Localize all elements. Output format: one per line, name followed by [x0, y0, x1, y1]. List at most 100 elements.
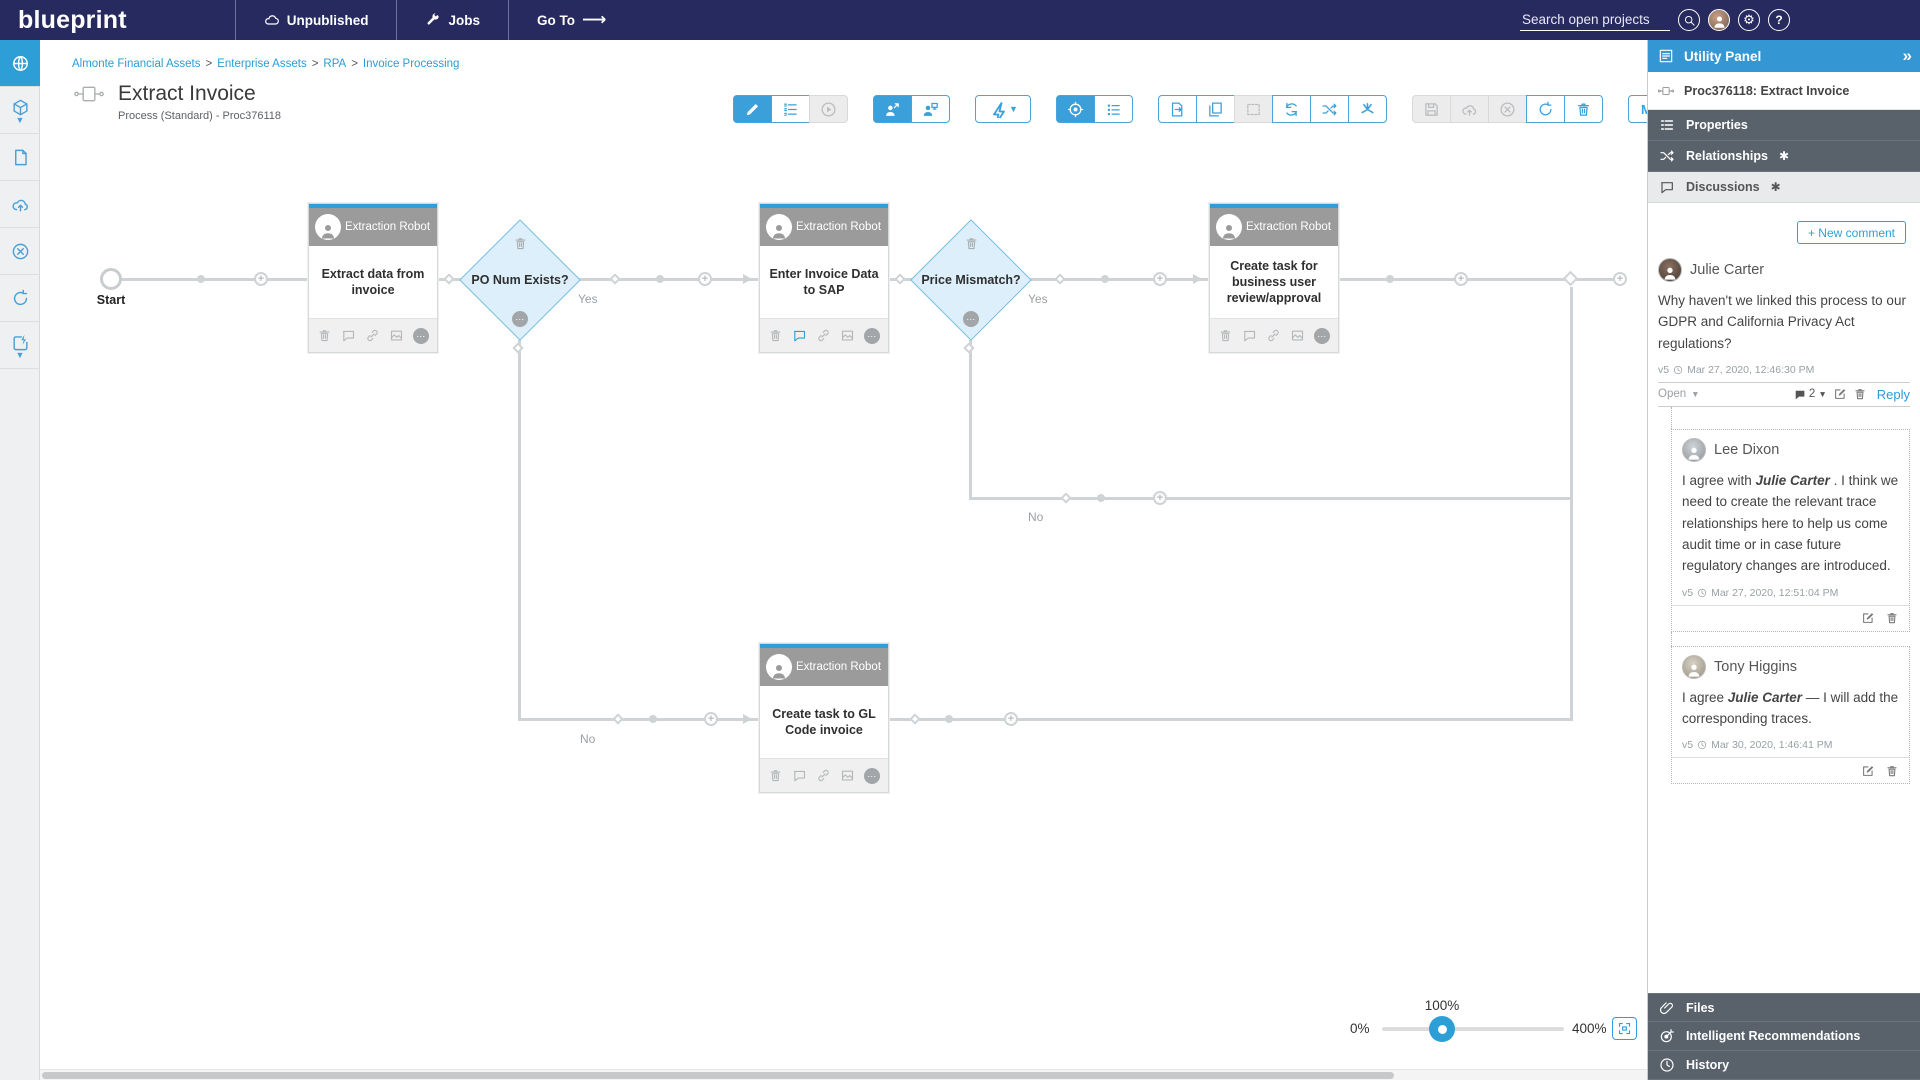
zoom-slider-handle[interactable]	[1429, 1016, 1455, 1042]
decision-node-price-mismatch[interactable]: Price Mismatch? ...	[910, 219, 1032, 341]
sidebar-item-refresh[interactable]	[0, 275, 40, 322]
tab-relationships[interactable]: Relationships ✱	[1648, 141, 1920, 172]
add-shape-button[interactable]: +	[1153, 491, 1167, 505]
add-shape-button[interactable]: +	[1613, 272, 1627, 286]
delete-icon[interactable]	[513, 236, 528, 251]
focus-button[interactable]	[1056, 95, 1095, 123]
sidebar-item-quick-edit[interactable]: ▼	[0, 322, 40, 369]
horizontal-scrollbar-thumb[interactable]	[42, 1072, 1394, 1079]
more-icon[interactable]: ...	[1314, 327, 1330, 344]
link-icon[interactable]	[1266, 328, 1281, 343]
reply-button[interactable]: Reply	[1876, 386, 1910, 402]
edit-comment-icon[interactable]	[1861, 611, 1875, 625]
delete-icon[interactable]	[768, 328, 783, 343]
sidebar-item-discard[interactable]	[0, 228, 40, 275]
image-icon[interactable]	[840, 328, 855, 343]
tab-history[interactable]: History	[1648, 1051, 1920, 1080]
settings-button[interactable]: ⚙	[1738, 9, 1760, 31]
replies-toggle[interactable]: 2 ▼	[1793, 388, 1827, 401]
image-icon[interactable]	[389, 328, 404, 343]
task-node-extract-data[interactable]: Extraction Robot Extract data from invoi…	[308, 203, 438, 353]
link-icon[interactable]	[816, 768, 831, 783]
flow-connector[interactable]	[894, 273, 906, 285]
process-canvas[interactable]: Almonte Financial Assets>Enterprise Asse…	[40, 40, 1647, 1080]
flow-connector[interactable]	[612, 713, 624, 725]
delete-icon[interactable]	[1218, 328, 1233, 343]
relationships-button[interactable]	[1310, 95, 1349, 123]
link-icon[interactable]	[816, 328, 831, 343]
tab-files[interactable]: Files	[1648, 993, 1920, 1022]
more-icon[interactable]: ...	[413, 327, 429, 344]
export-button[interactable]	[1158, 95, 1197, 123]
more-icon[interactable]: ...	[864, 327, 880, 344]
comment-icon[interactable]	[792, 328, 807, 343]
add-shape-button[interactable]: +	[1454, 272, 1468, 286]
mention[interactable]: Julie Carter	[1727, 689, 1803, 705]
selected-artifact[interactable]: Proc376118: Extract Invoice	[1648, 72, 1920, 110]
tab-properties[interactable]: Properties	[1648, 110, 1920, 141]
add-shape-button[interactable]: +	[1004, 712, 1018, 726]
link-icon[interactable]	[365, 328, 380, 343]
system-process-button[interactable]	[911, 95, 950, 123]
task-node-create-review-task[interactable]: Extraction Robot Create task for busines…	[1209, 203, 1339, 353]
more-icon[interactable]: ...	[512, 311, 528, 327]
image-icon[interactable]	[1290, 328, 1305, 343]
sidebar-item-artifacts[interactable]: ▼	[0, 87, 40, 134]
decision-node-po-num[interactable]: PO Num Exists? ...	[459, 219, 581, 341]
flow-connector[interactable]	[1060, 492, 1072, 504]
tab-intelligent-recommendations[interactable]: Intelligent Recommendations	[1648, 1022, 1920, 1051]
mention[interactable]: Julie Carter	[1755, 472, 1830, 488]
sync-button[interactable]	[1272, 95, 1311, 123]
utility-panel-header[interactable]: Utility Panel »	[1648, 40, 1920, 72]
reload-button[interactable]	[1526, 95, 1565, 123]
edit-comment-icon[interactable]	[1861, 764, 1875, 778]
task-node-gl-code[interactable]: Extraction Robot Create task to GL Code …	[759, 643, 889, 793]
breadcrumb-link[interactable]: RPA	[323, 58, 347, 70]
fit-to-screen-button[interactable]	[1612, 1017, 1637, 1040]
details-button[interactable]	[1094, 95, 1133, 123]
sidebar-item-new-document[interactable]	[0, 134, 40, 181]
unpublished-button[interactable]: Unpublished	[236, 0, 397, 40]
delete-comment-icon[interactable]	[1885, 764, 1899, 778]
flow-connector[interactable]	[1054, 273, 1066, 285]
tab-discussions[interactable]: Discussions ✱	[1648, 172, 1920, 203]
more-icon[interactable]: ...	[864, 767, 880, 784]
flow-connector[interactable]	[909, 713, 921, 725]
merge-connector[interactable]	[1562, 270, 1579, 287]
edit-comment-icon[interactable]	[1833, 387, 1847, 401]
delete-icon[interactable]	[768, 768, 783, 783]
more-button[interactable]: More ▼	[1628, 95, 1647, 123]
comment-icon[interactable]	[792, 768, 807, 783]
jobs-button[interactable]: Jobs	[397, 0, 508, 40]
business-process-button[interactable]	[873, 95, 912, 123]
generate-button[interactable]: ▼	[975, 95, 1031, 123]
delete-comment-icon[interactable]	[1885, 611, 1899, 625]
search-input[interactable]	[1520, 9, 1670, 31]
task-node-enter-invoice[interactable]: Extraction Robot Enter Invoice Data to S…	[759, 203, 889, 353]
start-node[interactable]	[100, 268, 122, 290]
zoom-slider-track[interactable]	[1382, 1027, 1564, 1031]
add-shape-button[interactable]: +	[254, 272, 268, 286]
delete-icon[interactable]	[317, 328, 332, 343]
delete-button[interactable]	[1564, 95, 1603, 123]
search-button[interactable]	[1678, 9, 1700, 31]
list-view-button[interactable]	[771, 95, 810, 123]
breadcrumb-link[interactable]: Enterprise Assets	[217, 58, 307, 70]
goto-button[interactable]: Go To ⟶	[509, 0, 634, 40]
help-button[interactable]: ?	[1768, 9, 1790, 31]
flow-connector[interactable]	[609, 273, 621, 285]
new-comment-button[interactable]: + New comment	[1796, 221, 1906, 244]
more-icon[interactable]: ...	[963, 311, 979, 327]
breadcrumb-link[interactable]: Invoice Processing	[362, 58, 460, 70]
comment-status-dropdown[interactable]: Open ▼	[1658, 388, 1700, 400]
flow-connector[interactable]	[963, 342, 975, 354]
flow-connector[interactable]	[512, 342, 524, 354]
delete-comment-icon[interactable]	[1853, 387, 1867, 401]
flow-connector[interactable]	[443, 273, 455, 285]
add-shape-button[interactable]: +	[1153, 272, 1167, 286]
sidebar-item-explorer[interactable]	[0, 40, 40, 87]
comment-icon[interactable]	[341, 328, 356, 343]
collapse-panel-icon[interactable]: »	[1902, 46, 1913, 65]
user-avatar[interactable]	[1708, 9, 1730, 31]
sidebar-item-publish[interactable]	[0, 181, 40, 228]
